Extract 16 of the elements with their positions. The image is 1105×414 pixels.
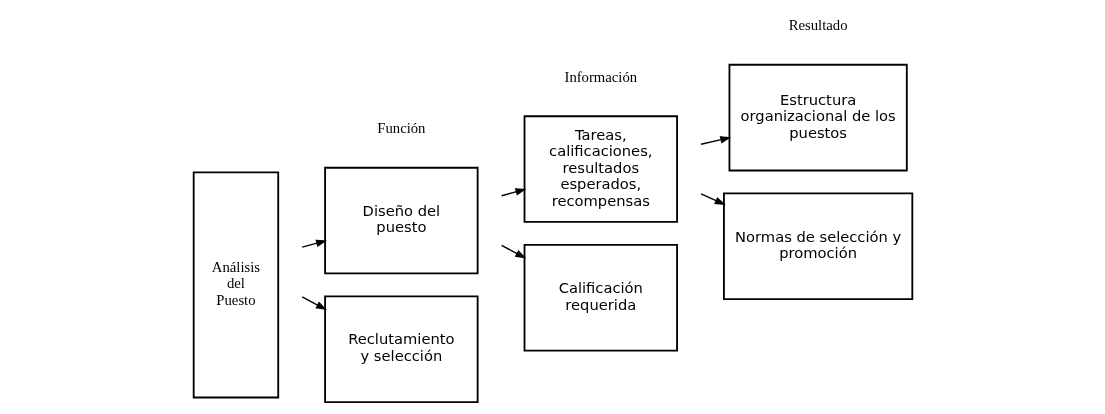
- node-box: Normas de selección y promoción: [722, 192, 913, 301]
- arrow: [699, 193, 726, 206]
- arrow: [699, 136, 731, 145]
- node-box: Tareas, calificaciones, resultados esperados, recompensas: [523, 115, 678, 223]
- label: Información: [563, 68, 637, 85]
- node-box: Reclutamiento y selección: [323, 295, 479, 403]
- arrow: [500, 188, 526, 197]
- arrow: [301, 239, 327, 248]
- node-box: Diseño del puesto: [323, 166, 479, 275]
- arrow: [500, 244, 526, 259]
- node-box: Calificación requerida: [523, 244, 678, 352]
- arrow: [301, 296, 327, 311]
- label: Función: [376, 120, 425, 137]
- label: Resultado: [788, 17, 847, 34]
- node-box: Análisis del Puesto: [192, 171, 279, 399]
- node-box: Estructura organizacional de los puestos: [728, 63, 908, 172]
